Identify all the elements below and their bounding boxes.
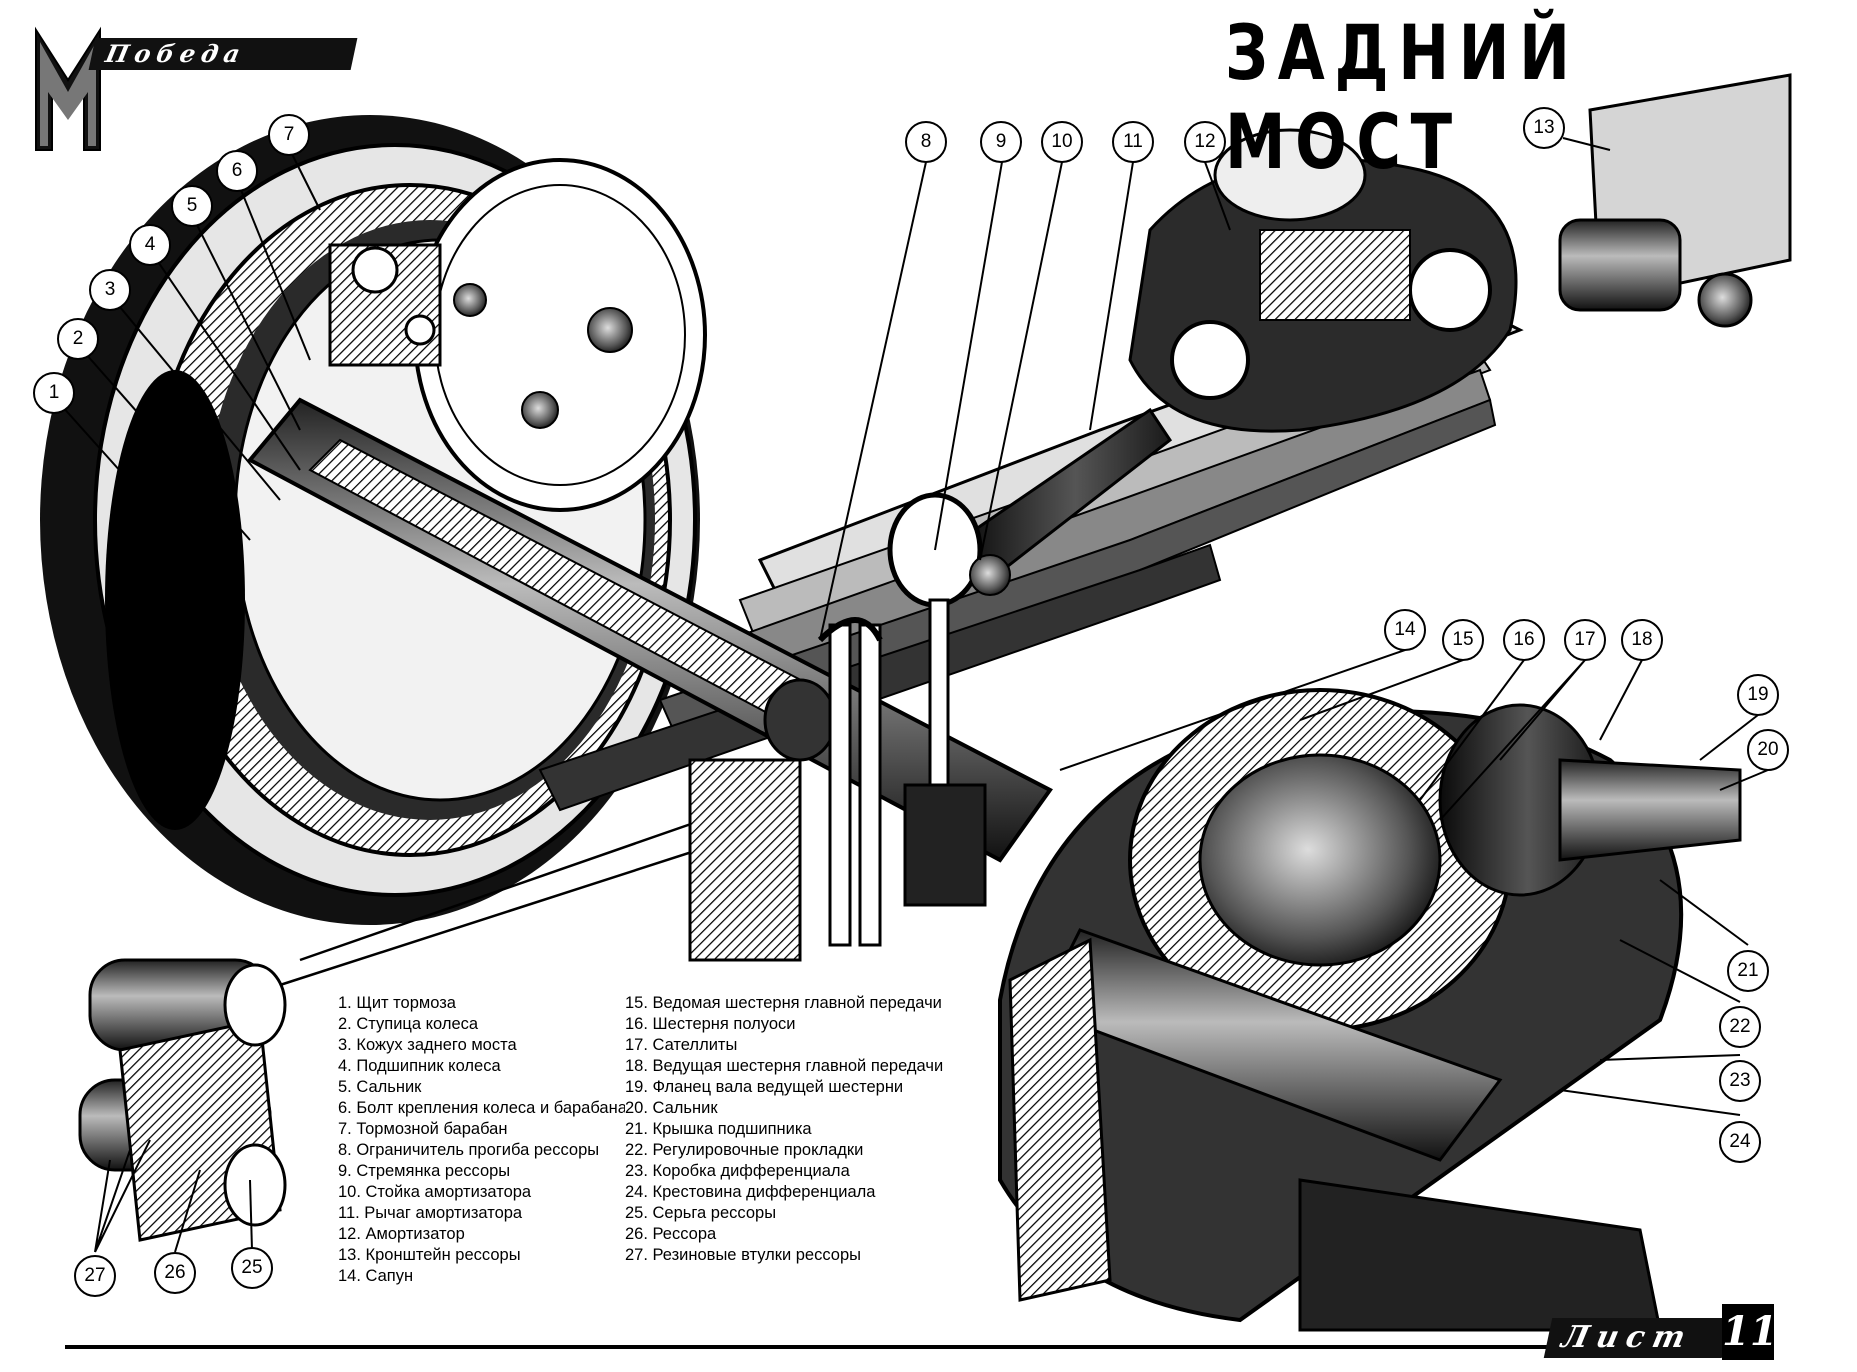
legend-item: 15. Ведомая шестерня главной передачи — [625, 994, 942, 1012]
brand-name: Победа — [88, 38, 358, 70]
leader-22 — [1619, 939, 1741, 1003]
leader-11 — [1089, 161, 1134, 431]
legend-item: 23. Коробка дифференциала — [625, 1162, 850, 1180]
leader-24 — [1559, 1089, 1741, 1116]
legend-item: 5. Сальник — [338, 1078, 422, 1096]
legend-item: 6. Болт крепления колеса и барабана — [338, 1099, 627, 1117]
callout-14: 14 — [1384, 609, 1426, 651]
leader-26 — [174, 1169, 201, 1253]
legend-item: 26. Рессора — [625, 1225, 717, 1243]
brake-shield — [328, 158, 707, 512]
leader-lines — [51, 137, 1769, 1253]
leader-7 — [289, 149, 321, 211]
callout-1: 1 — [33, 372, 75, 414]
callout-24: 24 — [1719, 1121, 1761, 1163]
leader-3 — [109, 294, 281, 501]
sheet-number: 11 — [1722, 1304, 1778, 1360]
leader-6 — [236, 179, 311, 361]
leader-25 — [249, 1179, 253, 1251]
legend-item: 18. Ведущая шестерня главной передачи — [625, 1057, 944, 1075]
legend-item: 4. Подшипник колеса — [338, 1057, 501, 1075]
leader-2 — [77, 344, 251, 541]
legend-item: 10. Стойка амортизатора — [338, 1183, 532, 1201]
legend-item: 21. Крышка подшипника — [625, 1120, 812, 1138]
callout-3: 3 — [89, 269, 131, 311]
pobeda-logo-icon — [35, 26, 101, 151]
legend-item: 25. Серьга рессоры — [625, 1204, 777, 1222]
callout-23: 23 — [1719, 1060, 1761, 1102]
leader-20 — [1719, 769, 1769, 791]
sheet-label: Лист — [1543, 1318, 1731, 1358]
leader-16 — [1419, 659, 1525, 801]
leader-12 — [1204, 161, 1231, 231]
leader-5 — [191, 214, 301, 431]
leader-1 — [51, 394, 201, 561]
leader-4 — [149, 249, 301, 471]
callout-7: 7 — [268, 114, 310, 156]
legend-right: 15. Ведомая шестерня главной передачи 16… — [625, 993, 945, 1266]
legend-item: 17. Сателлиты — [625, 1036, 738, 1054]
legend-item: 14. Сапун — [338, 1267, 414, 1285]
leader-10 — [979, 161, 1063, 561]
callout-11: 11 — [1112, 121, 1154, 163]
callout-13: 13 — [1523, 107, 1565, 149]
callout-4: 4 — [129, 224, 171, 266]
callout-20: 20 — [1747, 729, 1789, 771]
leader-8 — [819, 161, 927, 641]
leader-27 — [94, 1139, 151, 1253]
leader-14 — [1059, 649, 1406, 771]
legend-item: 20. Сальник — [625, 1099, 718, 1117]
callout-21: 21 — [1727, 950, 1769, 992]
leader-15 — [1299, 659, 1464, 721]
legend-item: 16. Шестерня полуоси — [625, 1015, 796, 1033]
callout-26: 26 — [154, 1252, 196, 1294]
legend-item: 2. Ступица колеса — [338, 1015, 479, 1033]
callout-9: 9 — [980, 121, 1022, 163]
shock-absorber — [1128, 128, 1518, 433]
legend-item: 8. Ограничитель прогиба рессоры — [338, 1141, 600, 1159]
bottom-rule — [65, 1345, 1773, 1349]
leader-21 — [1659, 879, 1749, 946]
callout-16: 16 — [1503, 619, 1545, 661]
callout-27: 27 — [74, 1255, 116, 1297]
differential — [998, 688, 1742, 1332]
legend-item: 1. Щит тормоза — [338, 994, 456, 1012]
legend-item: 9. Стремянка рессоры — [338, 1162, 511, 1180]
legend-item: 19. Фланец вала ведущей шестерни — [625, 1078, 904, 1096]
page-title: ЗАДНИЙ МОСТ — [1225, 8, 1580, 186]
leader-18 — [1599, 659, 1643, 741]
spring-bracket — [1558, 73, 1792, 328]
leader-23 — [1599, 1054, 1741, 1061]
callout-6: 6 — [216, 150, 258, 192]
callout-2: 2 — [57, 318, 99, 360]
callout-19: 19 — [1737, 674, 1779, 716]
spring-shackle — [78, 958, 287, 1242]
legend-item: 3. Кожух заднего моста — [338, 1036, 517, 1054]
legend-item: 13. Кронштейн рессоры — [338, 1246, 521, 1264]
callout-18: 18 — [1621, 619, 1663, 661]
legend-item: 12. Амортизатор — [338, 1225, 465, 1243]
legend-item: 7. Тормозной барабан — [338, 1120, 508, 1138]
callout-17: 17 — [1564, 619, 1606, 661]
callout-10: 10 — [1041, 121, 1083, 163]
callout-8: 8 — [905, 121, 947, 163]
legend-left: 1. Щит тормоза 2. Ступица колеса 3. Кожу… — [338, 993, 628, 1287]
leader-13 — [1562, 137, 1611, 151]
legend-item: 11. Рычаг амортизатора — [338, 1204, 523, 1222]
callout-15: 15 — [1442, 619, 1484, 661]
legend-item: 22. Регулировочные прокладки — [625, 1141, 864, 1159]
callout-5: 5 — [171, 185, 213, 227]
callout-22: 22 — [1719, 1006, 1761, 1048]
leader-17 — [1439, 659, 1586, 821]
leader-19 — [1699, 714, 1759, 761]
callout-25: 25 — [231, 1247, 273, 1289]
axle-housing — [246, 397, 1053, 962]
legend-item: 27. Резиновые втулки рессоры — [625, 1246, 862, 1264]
legend-item: 24. Крестовина дифференциала — [625, 1183, 876, 1201]
callout-12: 12 — [1184, 121, 1226, 163]
leader-9 — [934, 161, 1003, 551]
